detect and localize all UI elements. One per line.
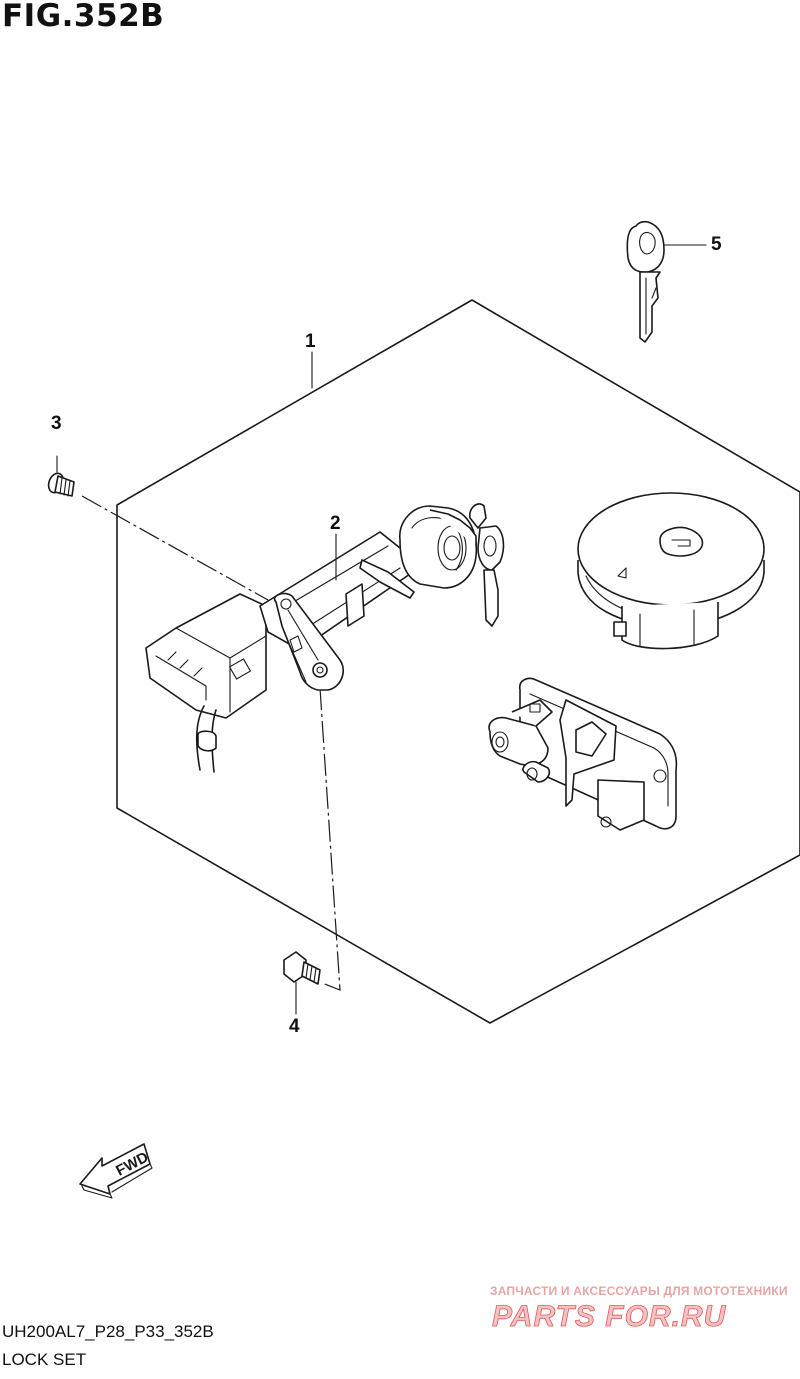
watermark-logo: PARTS FOR.RU <box>492 1300 727 1333</box>
key-drawing <box>626 220 665 343</box>
seat-lock-drawing <box>488 677 678 831</box>
ignition-switch-drawing <box>145 503 505 773</box>
model-code: UH200AL7_P28_P33_352B <box>2 1322 214 1341</box>
figure-description: LOCK SET <box>2 1350 87 1369</box>
screw-drawing <box>47 455 75 497</box>
callout-3: 3 <box>51 413 62 434</box>
callout-5: 5 <box>711 234 722 255</box>
figure-title: FIG.352B <box>2 0 165 34</box>
centerline-bolt <box>319 687 341 991</box>
callout-1: 1 <box>305 331 316 352</box>
centerline-screw <box>81 495 269 601</box>
fwd-arrow: FWD <box>79 1143 153 1199</box>
callout-2: 2 <box>330 513 341 534</box>
fuel-cap-lock-drawing <box>577 492 765 650</box>
callout-4: 4 <box>289 1016 300 1037</box>
watermark-logo-text: PARTS FOR.RU <box>492 1300 727 1333</box>
bolt-drawing <box>283 951 321 1015</box>
watermark-tagline: ЗАПЧАСТИ И АКСЕССУАРЫ ДЛЯ МОТОТЕХНИКИ <box>490 1284 788 1298</box>
lock-set-boundary <box>116 299 800 1024</box>
